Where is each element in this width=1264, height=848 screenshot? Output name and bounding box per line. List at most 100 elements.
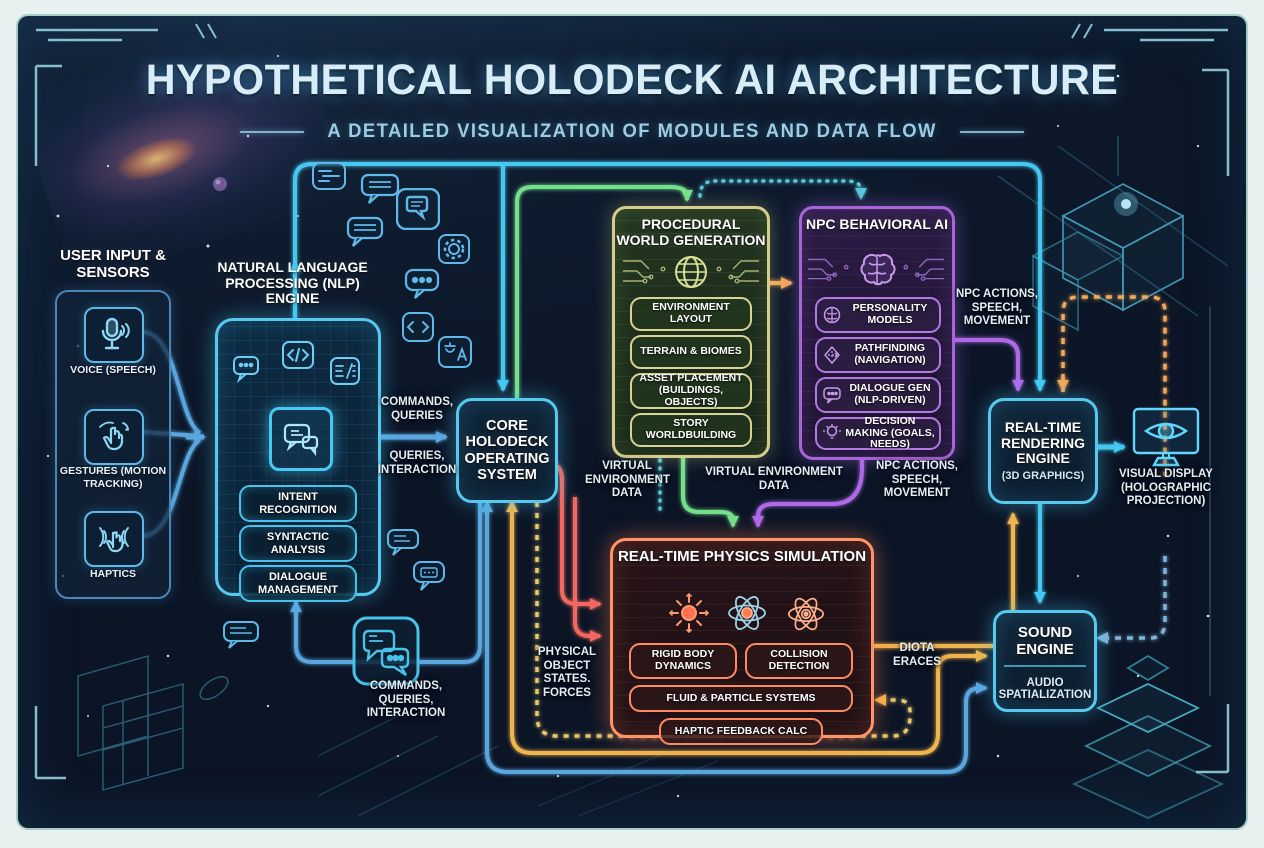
physics-title: REAL-TIME PHYSICS SIMULATION <box>617 548 867 565</box>
globe-icon <box>675 256 707 288</box>
world-gen-item-terrain: TERRAIN & BIOMES <box>630 335 752 369</box>
page-subtitle: A DETAILED VISUALIZATION OF MODULES AND … <box>327 121 937 142</box>
edge-gold-bottom-loop <box>510 512 988 755</box>
ellipsis-bubble-icon <box>404 268 440 299</box>
code-icon <box>402 312 434 342</box>
chat-box-icon <box>396 188 440 230</box>
edge-worldgen-to-npc-dotted <box>698 179 867 200</box>
chat-bubble-icon <box>360 173 400 204</box>
npc-item-pathfinding: PATHFINDING (NAVIGATION) <box>815 337 941 373</box>
label-data-traces: DIOTA ERACES <box>893 642 941 668</box>
background-decor-layer <box>34 23 1230 819</box>
chat-bubble-icon <box>387 529 419 556</box>
physics-item-rigid-body: RIGID BODY DYNAMICS <box>629 643 737 679</box>
gestures-tile <box>84 409 144 465</box>
glow-star-halo <box>1114 192 1138 216</box>
nlp-item-syntactic: SYNTACTIC ANALYSIS <box>239 525 357 562</box>
hud-corner-marks <box>34 23 1230 780</box>
bars-icon <box>312 162 346 190</box>
edge-worldgen-to-physics <box>681 452 739 528</box>
holo-pyramid-decoration <box>1071 654 1225 819</box>
sound-subtitle: AUDIO SPATIALIZATION <box>998 676 1092 702</box>
monitor-eye-icon <box>1132 407 1200 467</box>
physics-item-fluid: FLUID & PARTICLE SYSTEMS <box>629 685 853 712</box>
label-commands-loop: COMMANDS, QUERIES, INTERACTION <box>366 680 446 720</box>
sound-title: SOUND ENGINE <box>1016 624 1074 658</box>
rendering-module: REAL-TIME RENDERING ENGINE (3D GRAPHICS) <box>988 398 1098 504</box>
world-gen-title: PROCEDURAL WORLD GENERATION <box>616 216 766 248</box>
haptics-hand-icon <box>99 527 129 553</box>
subtitle-line-right <box>960 131 1025 133</box>
npc-module: NPC BEHAVIORAL AI PERSONALITY MODELS PAT… <box>799 206 955 460</box>
npc-item-personality: PERSONALITY MODELS <box>815 297 941 333</box>
gesture-hand-icon <box>99 421 129 451</box>
sound-divider <box>1004 665 1086 667</box>
holo-cube-decoration <box>997 136 1229 332</box>
page-subtitle-row: A DETAILED VISUALIZATION OF MODULES AND … <box>18 121 1246 143</box>
glow-star <box>1121 199 1131 209</box>
display-label: VISUAL DISPLAY (HOLOGRAPHIC PROJECTION) <box>1119 468 1213 508</box>
world-gen-item-story: STORY WORLDBUILDING <box>630 413 752 447</box>
chat-pair-icon <box>352 616 420 686</box>
label-npc-actions-mid: NPC ACTIONS, SPEECH, MOVEMENT <box>876 460 958 500</box>
circuit-decoration <box>807 258 849 282</box>
gear-icon <box>438 234 470 264</box>
edge-dashed-orange-loop <box>1061 295 1167 476</box>
circuit-decoration <box>623 260 666 284</box>
brain-icon <box>860 254 896 286</box>
label-virtual-env-center: VIRTUAL ENVIRONMENT DATA <box>705 466 843 492</box>
label-physical-object-states: PHYSICAL OBJECT STATES. FORCES <box>537 646 597 699</box>
physics-module: REAL-TIME PHYSICS SIMULATION RIGID BODY … <box>610 538 874 745</box>
brain-icon <box>823 306 841 324</box>
pathfinding-icon <box>824 345 840 365</box>
core-os-module: CORE HOLODECK OPERATING SYSTEM <box>456 398 558 503</box>
microphone-icon <box>101 317 130 350</box>
edge-physics-to-rendering <box>866 512 1019 648</box>
user-input-heading: USER INPUT & SENSORS <box>60 247 166 281</box>
label-npc-actions-top: NPC ACTIONS, SPEECH, MOVEMENT <box>956 288 1038 328</box>
npc-title: NPC BEHAVIORAL AI <box>805 216 949 232</box>
atom-icon <box>728 596 766 630</box>
voice-tile <box>84 307 144 363</box>
label-queries-interaction: QUERIES, INTERACTION <box>377 450 457 476</box>
sound-module: SOUND ENGINE AUDIO SPATIALIZATION <box>993 610 1097 712</box>
atom-icon <box>787 597 825 631</box>
user-input-panel: VOICE (SPEECH) GESTURES (MOTION TRACKING… <box>55 290 171 599</box>
subtitle-line-left <box>239 131 304 133</box>
circuit-decoration <box>716 260 759 284</box>
lightbulb-icon <box>823 424 841 439</box>
diagram-panel: HYPOTHETICAL HOLODECK AI ARCHITECTURE A … <box>18 16 1246 828</box>
voice-label: VOICE (SPEECH) <box>70 364 156 376</box>
physics-item-haptic: HAPTIC FEEDBACK CALC <box>659 718 823 745</box>
core-os-title: CORE HOLODECK OPERATING SYSTEM <box>464 418 550 483</box>
edge-npc-to-physics <box>752 452 864 528</box>
physics-item-collision: COLLISION DETECTION <box>745 643 853 679</box>
chat-bubble-icon <box>223 621 259 649</box>
edge-npc-to-rendering <box>948 338 1024 392</box>
world-gen-module: PROCEDURAL WORLD GENERATION ENVIRONMENT … <box>612 206 770 458</box>
planet-highlight <box>215 179 221 185</box>
chat-bubble-icon <box>346 216 384 247</box>
edge-blue-bottom-loop <box>485 499 988 774</box>
speech-bubble-icon <box>233 356 259 383</box>
label-virtual-env-left: VIRTUAL ENVIRONMENT DATA <box>585 460 670 500</box>
code-icon <box>282 341 314 369</box>
rendering-title: REAL-TIME RENDERING ENGINE <box>1000 418 1085 467</box>
haptics-tile <box>84 511 144 567</box>
nlp-title: NATURAL LANGUAGE PROCESSING (NLP) ENGINE <box>217 259 368 307</box>
edge-dashed-gold-loop <box>535 502 912 738</box>
chat-chip-icon <box>269 407 333 471</box>
nlp-item-dialogue: DIALOGUE MANAGEMENT <box>239 565 357 602</box>
edge-nlp-to-rendering <box>293 162 1046 392</box>
world-gen-item-assets: ASSET PLACEMENT (BUILDINGS, OBJECTS) <box>630 372 752 409</box>
rendering-subtitle: (3D GRAPHICS) <box>1001 469 1085 482</box>
haptics-label: HAPTICS <box>89 568 137 580</box>
dialogue-icon <box>823 387 841 404</box>
edge-core-to-physics-2 <box>573 497 602 642</box>
world-gen-item-environment: ENVIRONMENT LAYOUT <box>630 297 752 331</box>
gestures-label: GESTURES (MOTION TRACKING) <box>59 465 167 490</box>
burst-icon <box>669 593 709 633</box>
translate-icon <box>438 336 472 368</box>
nlp-module: INTENT RECOGNITION SYNTACTIC ANALYSIS DI… <box>215 318 381 602</box>
circuit-decoration <box>903 258 945 282</box>
